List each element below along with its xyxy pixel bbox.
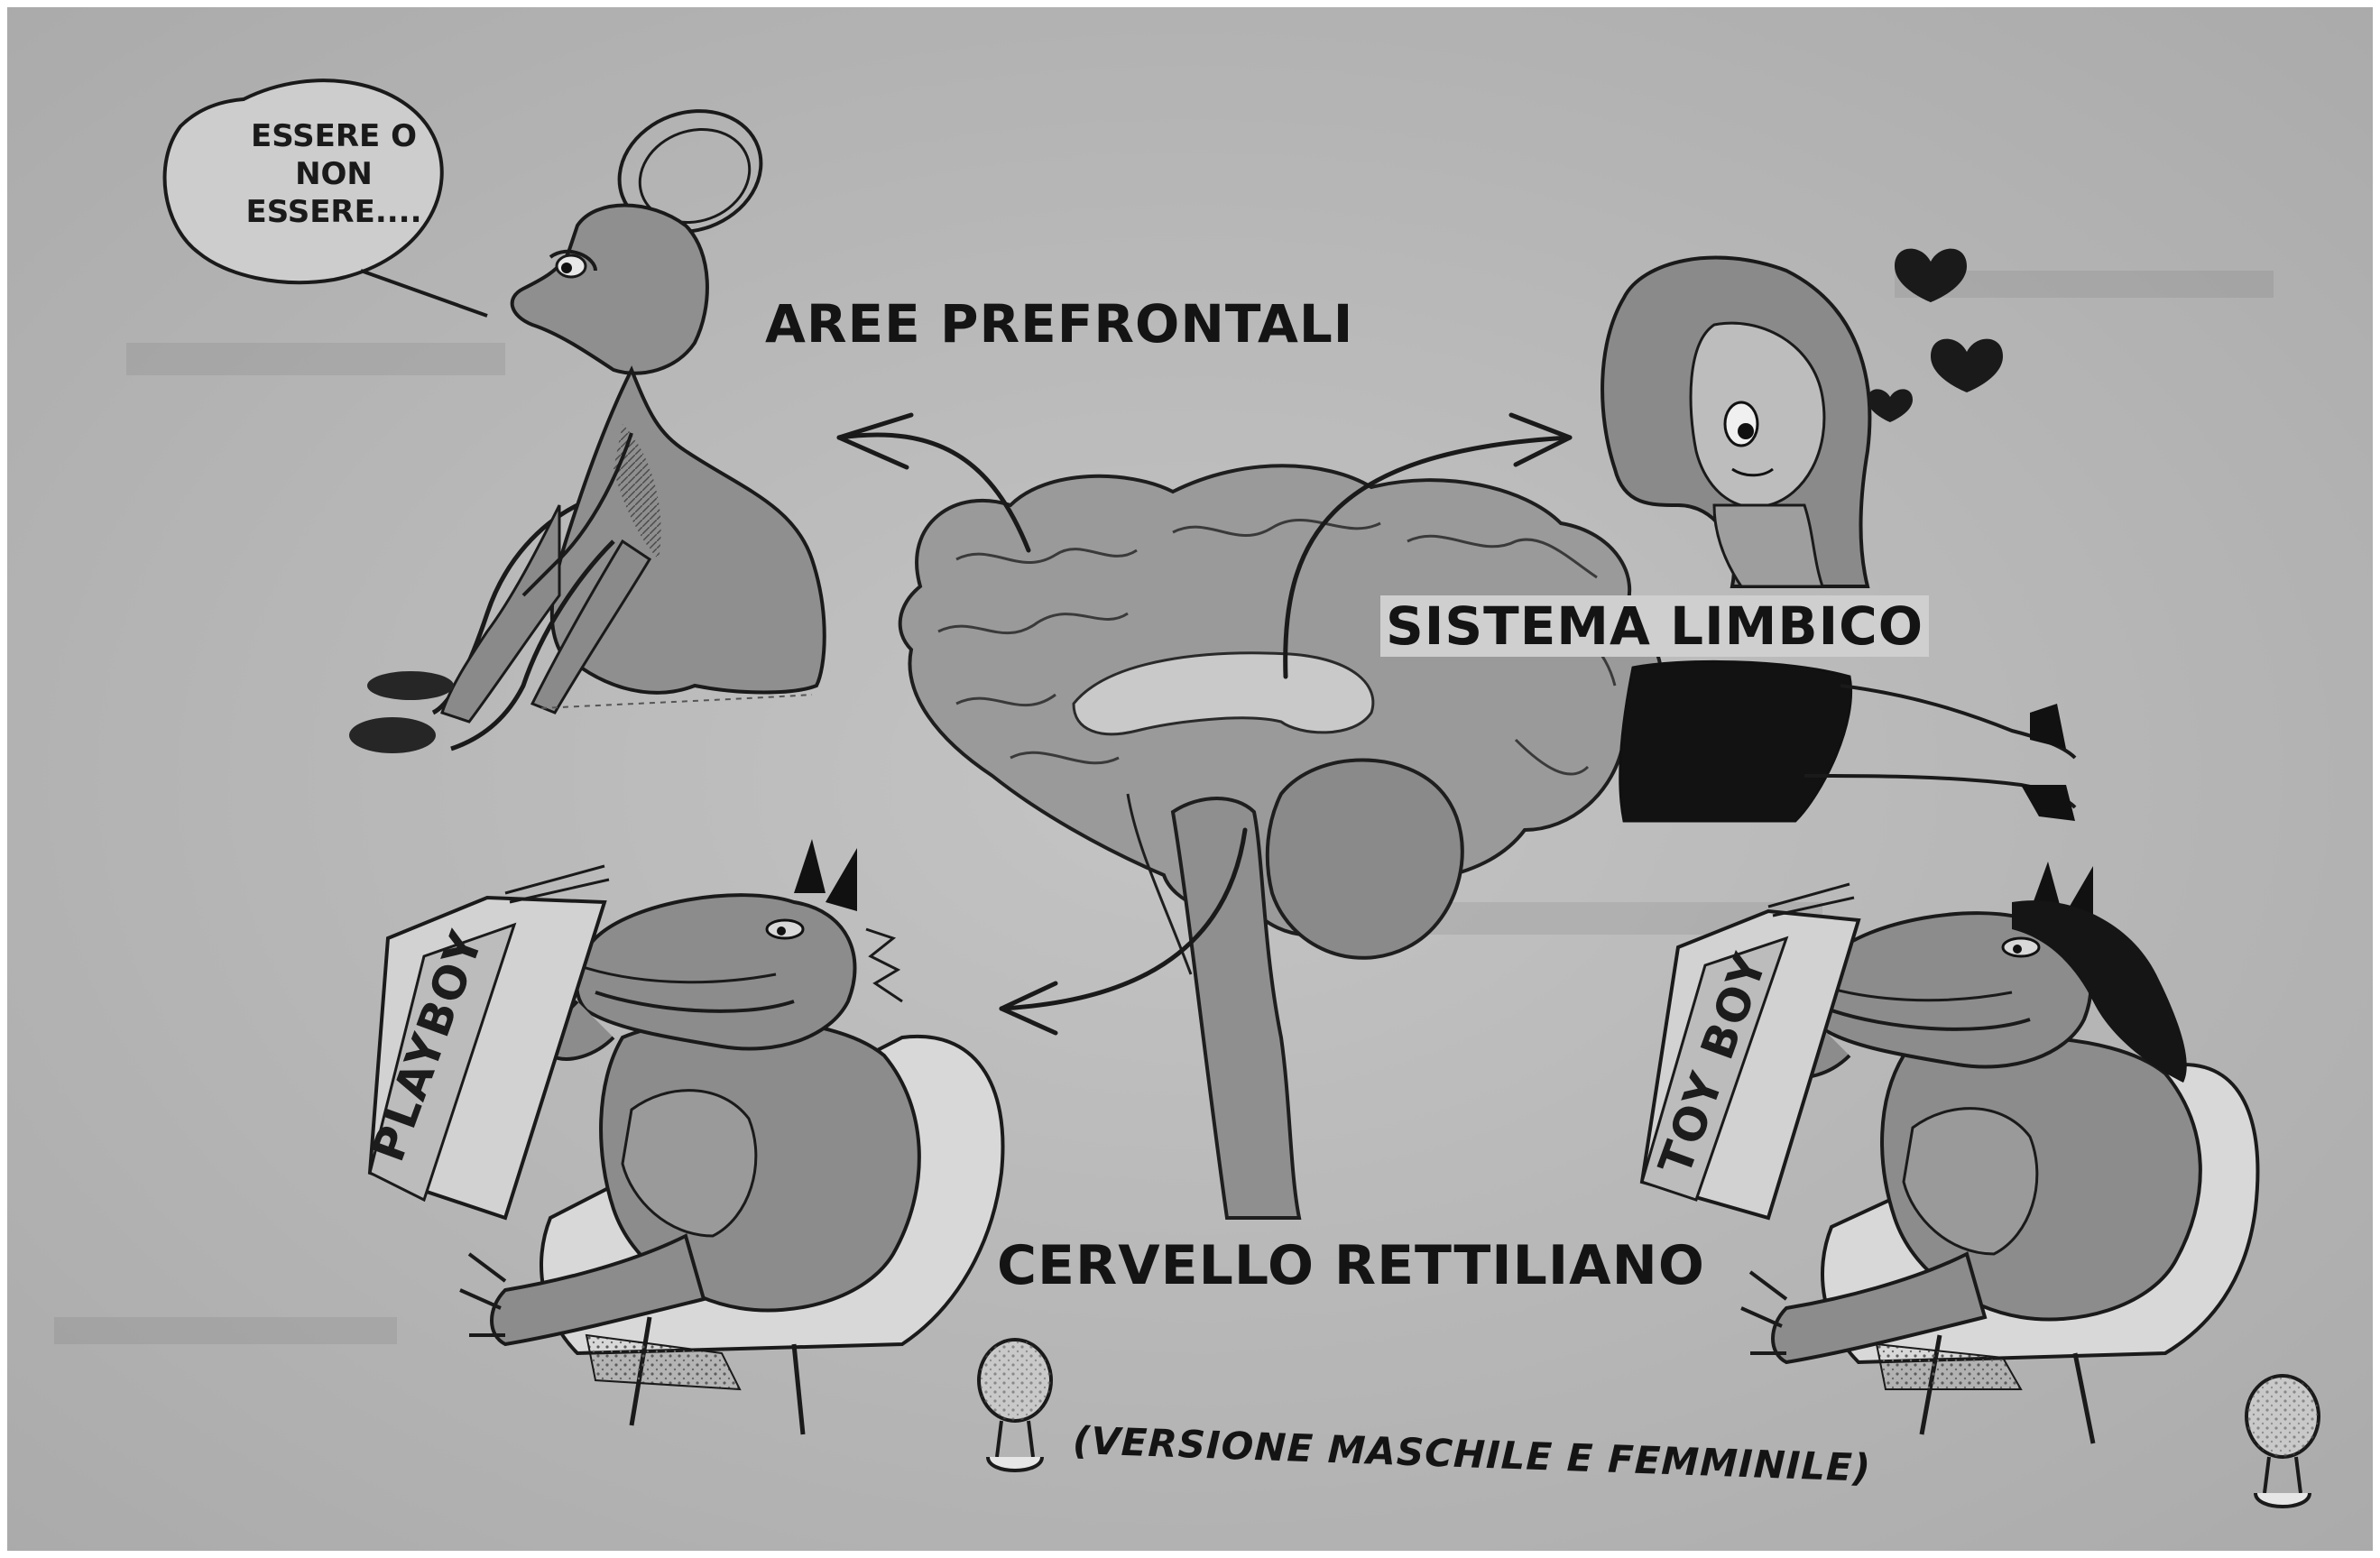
speech-line-3: ESSERE.... (180, 193, 487, 231)
label-prefrontal: AREE PREFRONTALI (765, 293, 1353, 355)
label-limbic: SISTEMA LIMBICO (1380, 595, 1929, 657)
label-reptilian: CERVELLO RETTILIANO (997, 1234, 1705, 1297)
speech-line-2: NON (180, 155, 487, 193)
speech-line-1: ESSERE O (180, 117, 487, 155)
speech-bubble-text: ESSERE O NON ESSERE.... (180, 117, 487, 231)
